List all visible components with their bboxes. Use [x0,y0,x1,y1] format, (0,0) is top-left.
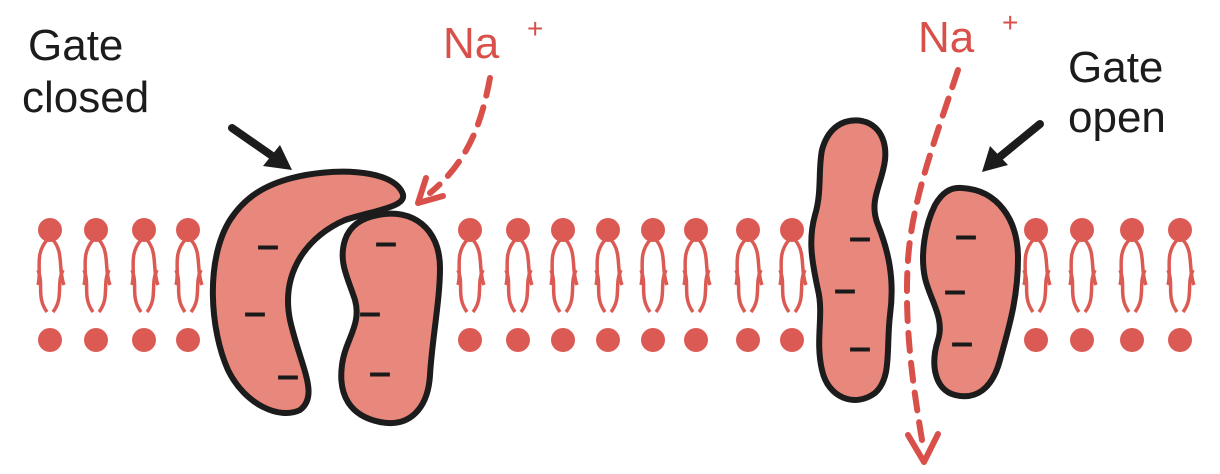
phospholipid [596,218,622,352]
lipid-head [1024,218,1048,242]
negative-charge: – [244,290,266,334]
phospholipid [1168,218,1194,352]
lipid-head [551,328,575,352]
phospholipid [132,218,158,352]
phospholipid [38,218,64,352]
lipid-head [641,328,665,352]
negative-charge: – [955,213,977,257]
gate-open-arrow-icon [996,124,1040,160]
lipid-head [641,218,665,242]
phospholipid [1120,218,1146,352]
ion-path-blocked [418,78,490,203]
lipid-head [596,218,620,242]
phospholipid [458,218,484,352]
negative-charge: – [944,268,966,312]
lipid-head [684,218,708,242]
negative-charge: – [849,325,871,369]
lipid-head [506,218,530,242]
gate-closed-label-line1: Gate [28,21,123,70]
lipid-head [736,328,760,352]
negative-charge: – [277,353,299,397]
negative-charge: – [834,267,856,311]
negative-charge: – [369,350,391,394]
lipid-head [38,218,62,242]
lipid-head [38,328,62,352]
lipid-head [1168,218,1192,242]
gate-open-label-line1: Gate [1068,43,1163,92]
lipid-head [551,218,575,242]
gate-open-label-line2: open [1068,93,1166,142]
phospholipid [780,218,806,352]
phospholipid [684,218,710,352]
lipid-head [176,328,200,352]
lipid-head [132,218,156,242]
phospholipid [84,218,110,352]
phospholipid [736,218,762,352]
lipid-head [1070,328,1094,352]
phospholipid [551,218,577,352]
lipid-head [736,218,760,242]
negative-charge: – [375,220,397,264]
lipid-head [780,218,804,242]
lipid-head [1120,328,1144,352]
lipid-head [176,218,200,242]
lipid-head [1168,328,1192,352]
negative-charge: – [849,215,871,259]
lipid-head [506,328,530,352]
phospholipid [1024,218,1050,352]
gate-closed-label-line2: closed [22,73,149,122]
phospholipid [1070,218,1096,352]
lipid-head [84,328,108,352]
gate-pointer-arrows [232,124,1040,172]
phospholipid [176,218,202,352]
phospholipid [641,218,667,352]
lipid-head [1024,328,1048,352]
sodium-ion-charge-left: + [527,13,543,44]
negative-charge: – [359,290,381,334]
lipid-head [84,218,108,242]
sodium-ion-label-left: Na [443,19,500,68]
lipid-head [596,328,620,352]
lipid-head [1120,218,1144,242]
negative-charge: – [951,320,973,364]
lipid-head [684,328,708,352]
lipid-head [458,328,482,352]
sodium-ion-charge-right: + [1002,7,1018,38]
lipid-head [458,218,482,242]
lipid-head [780,328,804,352]
phospholipid [506,218,532,352]
gate-closed-arrow-icon [232,128,278,160]
sodium-ion-label-right: Na [918,13,975,62]
lipid-head [132,328,156,352]
negative-charge: – [257,223,279,267]
lipid-head [1070,218,1094,242]
